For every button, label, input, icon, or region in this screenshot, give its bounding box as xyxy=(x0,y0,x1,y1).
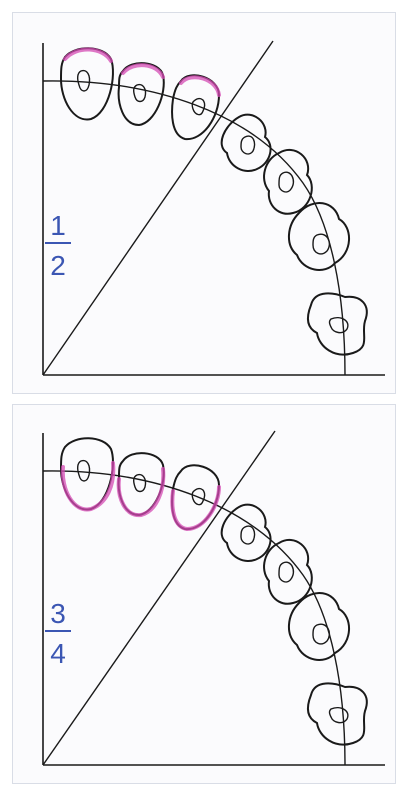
tooth-outline-icon xyxy=(172,465,219,529)
tooth-canal-icon xyxy=(241,136,255,154)
dental-arch-curve xyxy=(43,81,345,375)
diagram-panel-bottom: 3 4 xyxy=(12,404,396,784)
tooth-canal-icon xyxy=(279,562,293,582)
tooth-outline-icon xyxy=(222,115,271,171)
tooth-outline-icon xyxy=(264,150,312,214)
teeth-group xyxy=(61,48,367,354)
tooth-outline-icon xyxy=(308,293,367,354)
fraction-denominator: 2 xyxy=(50,250,66,281)
teeth-group xyxy=(61,438,367,744)
fraction-label: 3 4 xyxy=(45,598,71,669)
tooth-outline-icon xyxy=(264,540,312,604)
dental-arch-curve xyxy=(43,471,345,765)
fraction-numerator: 1 xyxy=(50,210,66,241)
tooth-canal-icon xyxy=(78,71,90,91)
diagonal-line-icon xyxy=(43,431,275,765)
tooth-canal-icon xyxy=(313,234,329,254)
tooth-canal-icon xyxy=(241,526,255,544)
tooth-canal-icon xyxy=(330,708,348,723)
fraction-numerator: 3 xyxy=(50,598,66,629)
tooth-outline-icon xyxy=(308,683,367,744)
tooth-canal-icon xyxy=(330,318,348,333)
tooth-canal-icon xyxy=(78,461,90,481)
tooth-canal-icon xyxy=(134,475,146,492)
tooth-canal-icon xyxy=(134,85,146,102)
tooth-arc-diagram: 3 4 xyxy=(13,405,397,785)
diagram-panel-top: 1 2 xyxy=(12,12,396,394)
tooth-canal-icon xyxy=(279,172,293,192)
tooth-arc-diagram: 1 2 xyxy=(13,13,397,395)
tooth-canal-icon xyxy=(313,624,329,644)
fraction-label: 1 2 xyxy=(45,210,71,281)
diagonal-line-icon xyxy=(43,41,273,375)
fraction-denominator: 4 xyxy=(50,638,66,669)
